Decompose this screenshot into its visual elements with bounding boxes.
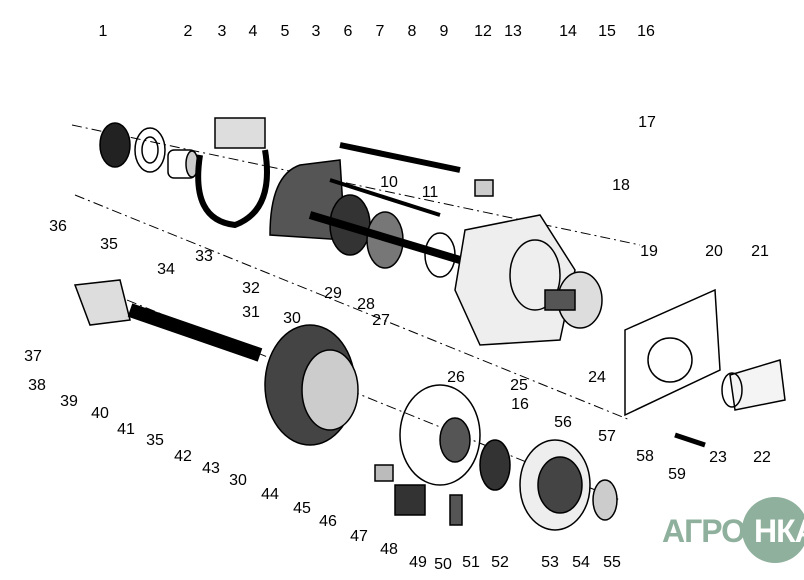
callout: 39	[60, 393, 78, 410]
flange-18	[544, 271, 603, 329]
gasket-20	[624, 288, 721, 417]
callout: 15	[598, 23, 616, 40]
callout: 48	[380, 541, 398, 558]
callout: 30	[283, 310, 301, 327]
callout: 35	[100, 236, 118, 253]
carrier-46	[399, 384, 481, 486]
callout: 40	[91, 405, 109, 422]
callout: 11	[421, 184, 439, 201]
callout: 51	[462, 554, 480, 571]
logo-circle	[742, 497, 804, 563]
callout: 58	[636, 448, 654, 465]
callout: 31	[242, 304, 260, 321]
rod-10	[329, 178, 441, 217]
callout: 45	[293, 500, 311, 517]
callout: 41	[117, 421, 135, 438]
callout: 14	[559, 23, 577, 40]
bushing-2	[167, 149, 199, 179]
callout: 12	[474, 23, 492, 40]
pin-47	[374, 464, 394, 482]
stud-59	[674, 432, 706, 448]
callout: 55	[603, 554, 621, 571]
logo-suffix: НКА	[754, 513, 804, 549]
callout: 3	[217, 23, 227, 40]
ring-53	[519, 439, 591, 531]
cover-21	[721, 359, 786, 411]
callout: 23	[709, 449, 727, 466]
callout: 22	[753, 449, 771, 466]
callout: 37	[24, 348, 42, 365]
agronka-logo: АГРО НКА	[662, 495, 804, 565]
callout: 57	[598, 428, 616, 445]
callout: 29	[324, 285, 342, 302]
band-34	[195, 117, 270, 229]
gear-48	[394, 484, 426, 516]
callout: 42	[174, 448, 192, 465]
callout: 10	[380, 174, 398, 191]
callout: 44	[261, 486, 279, 503]
callout: 7	[375, 23, 385, 40]
callout: 34	[157, 261, 175, 278]
rod-8	[339, 142, 461, 173]
callout: 2	[183, 23, 193, 40]
bushing-54	[592, 479, 618, 521]
callout: 20	[705, 243, 723, 260]
callout: 50	[434, 556, 452, 573]
callout: 30	[229, 472, 247, 489]
callout: 32	[242, 280, 260, 297]
logo-prefix: АГРО	[662, 513, 746, 549]
callout: 53	[541, 554, 559, 571]
shaft-40	[127, 303, 263, 362]
callout: 13	[504, 23, 522, 40]
callout: 38	[28, 377, 46, 394]
callout: 56	[554, 414, 572, 431]
callout: 43	[202, 460, 220, 477]
callout: 9	[439, 23, 449, 40]
callout: 59	[668, 466, 686, 483]
gear-52	[479, 439, 511, 491]
callout: 26	[447, 369, 465, 386]
callout: 47	[350, 528, 368, 545]
callout: 17	[638, 114, 656, 131]
bearing-1	[99, 122, 166, 173]
callout: 35	[146, 432, 164, 449]
callout: 36	[49, 218, 67, 235]
shaft-gears-29-27	[308, 194, 462, 278]
callout: 33	[195, 248, 213, 265]
callout: 52	[491, 554, 509, 571]
callout: 8	[407, 23, 417, 40]
callout: 16	[511, 396, 529, 413]
coupling-37	[73, 279, 131, 326]
callout: 4	[248, 23, 258, 40]
callout: 18	[612, 177, 630, 194]
callout: 54	[572, 554, 590, 571]
callout: 6	[343, 23, 353, 40]
callout: 25	[510, 377, 528, 394]
housing-11	[454, 214, 576, 346]
callout: 19	[640, 243, 658, 260]
callout: 49	[409, 554, 427, 571]
pin-51	[449, 494, 463, 526]
bushing-13	[474, 179, 494, 197]
callout: 24	[588, 369, 606, 386]
callout: 46	[319, 513, 337, 530]
callout: 1	[98, 23, 108, 40]
gear-44	[264, 324, 359, 446]
callout: 21	[751, 243, 769, 260]
callout: 3	[311, 23, 321, 40]
callout: 5	[280, 23, 290, 40]
callout: 28	[357, 296, 375, 313]
callout: 27	[372, 312, 390, 329]
callout: 16	[637, 23, 655, 40]
